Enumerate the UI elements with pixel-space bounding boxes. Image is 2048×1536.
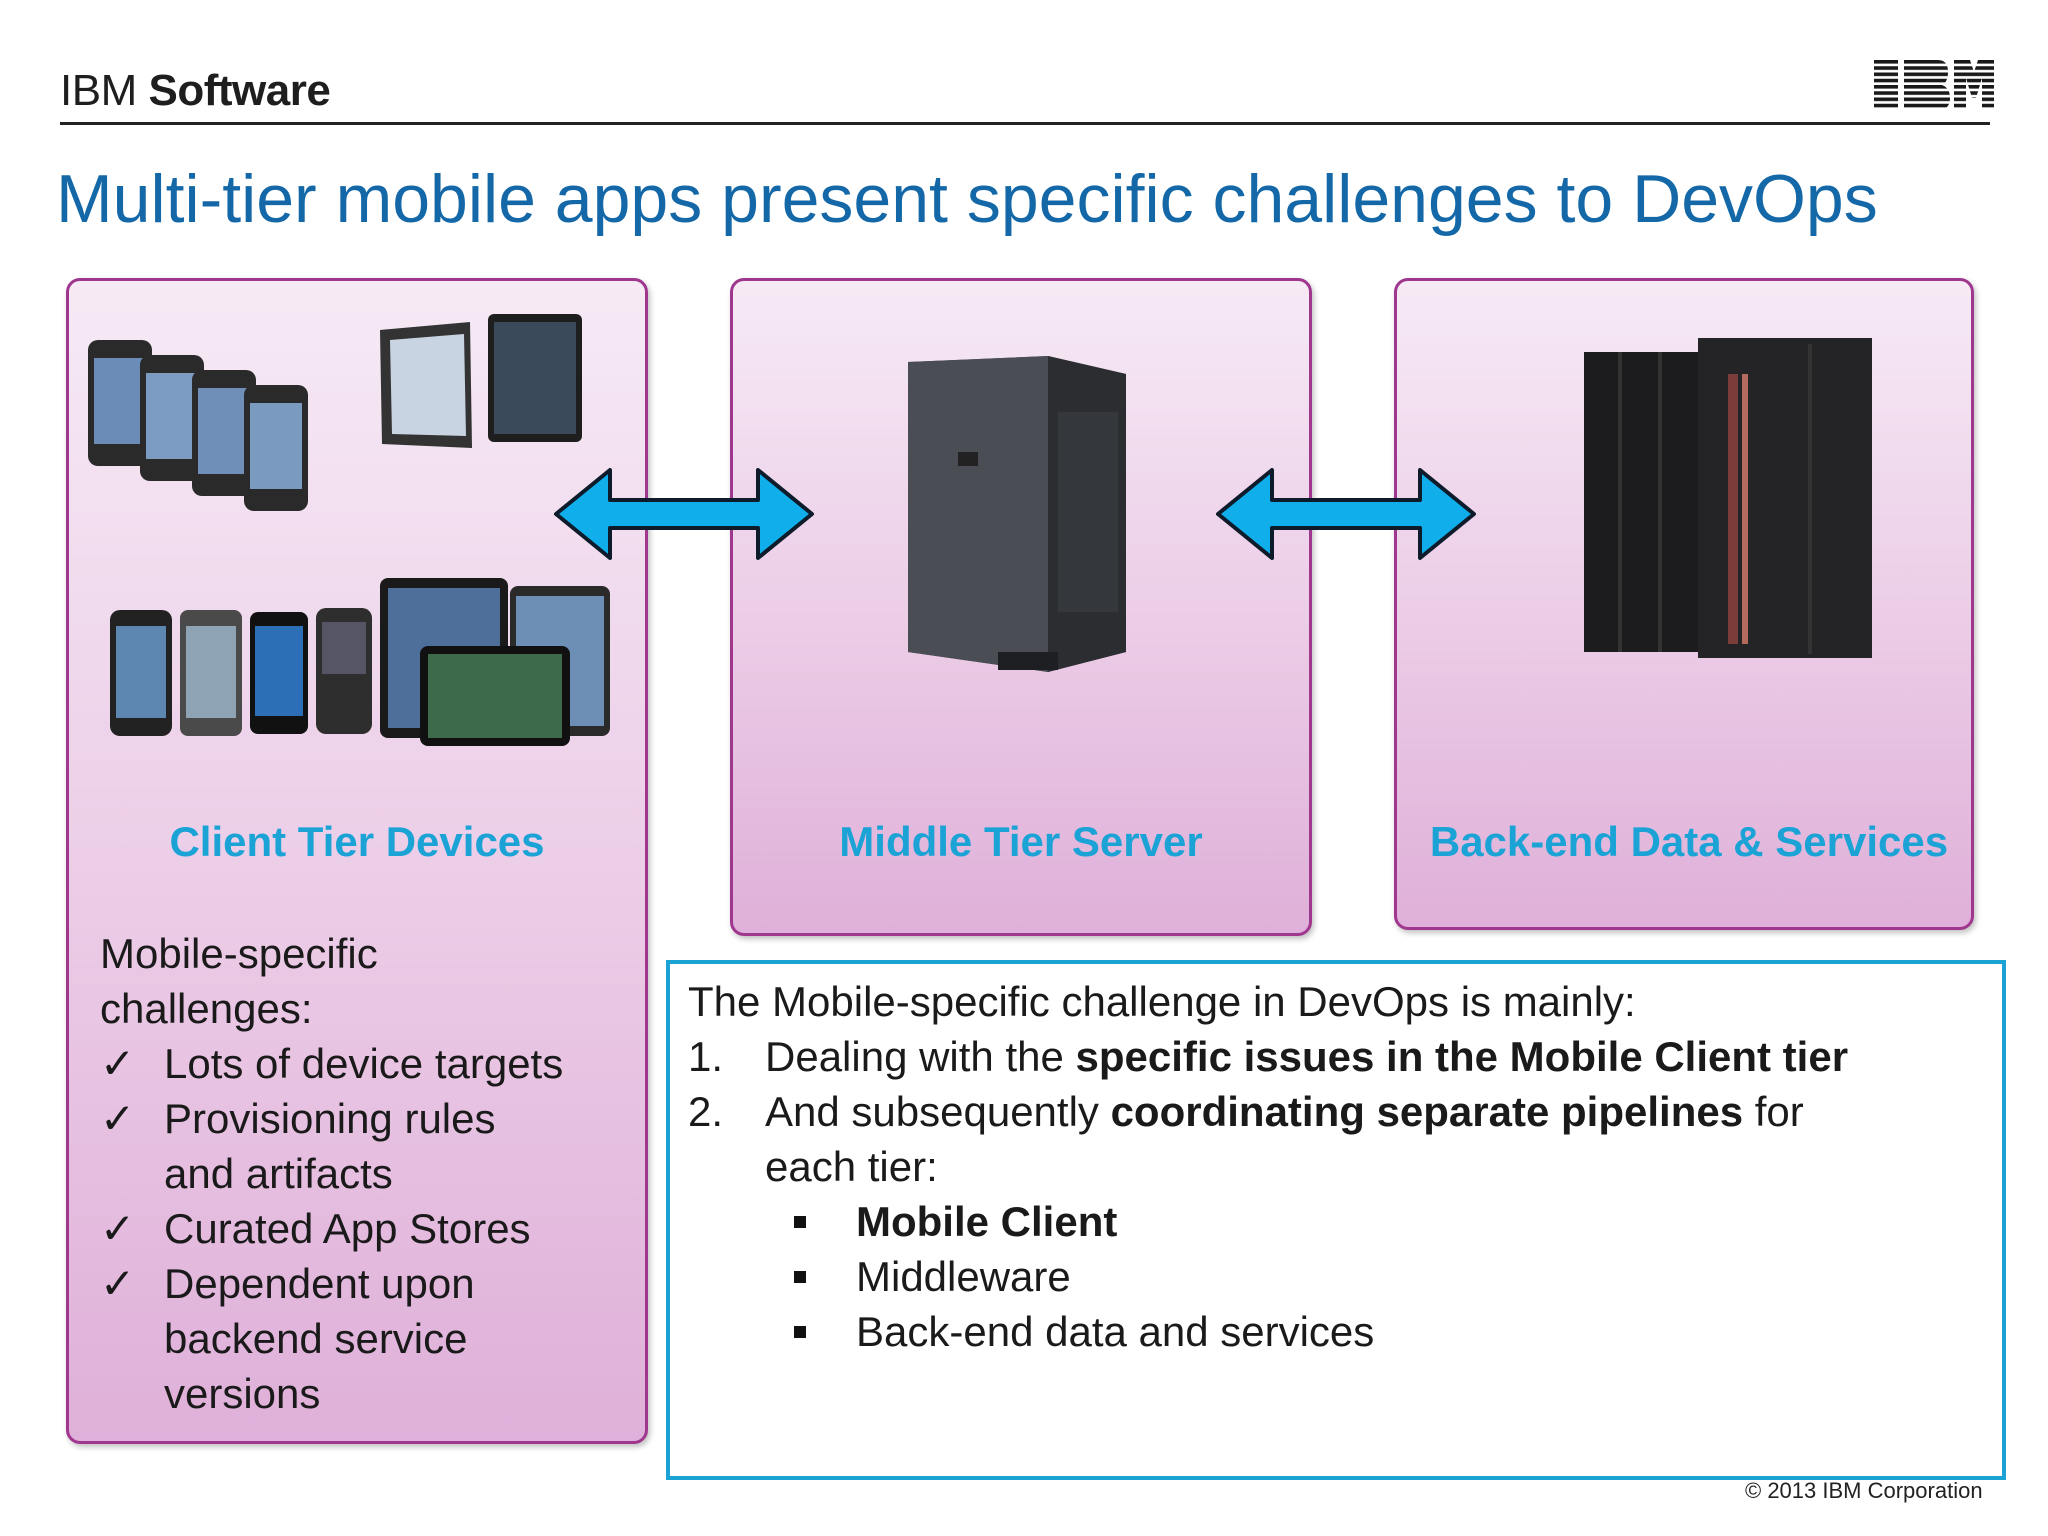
- backend-tier-label: Back-end Data & Services: [1429, 818, 1949, 865]
- challenges-heading-2: challenges:: [100, 985, 313, 1032]
- item-number: 2.: [688, 1088, 724, 1135]
- sub-item-text: Mobile Client: [856, 1198, 1118, 1245]
- numbered-item-1: 1. Dealing with the specific issues in t…: [688, 1029, 1998, 1084]
- devops-challenge-text: The Mobile-specific challenge in DevOps …: [688, 974, 1998, 1359]
- checkmark-icon: ✓: [100, 1260, 136, 1307]
- sub-item: Mobile Client: [688, 1194, 1998, 1249]
- page-title: Multi-tier mobile apps present specific …: [56, 161, 1878, 237]
- double-arrow-left: [554, 468, 814, 560]
- list-item: ✓ Dependent upon backend service version…: [100, 1256, 630, 1421]
- middle-tier-label: Middle Tier Server: [839, 818, 1203, 865]
- client-tier-label: Client Tier Devices: [169, 818, 545, 865]
- checkmark-icon: ✓: [100, 1205, 136, 1252]
- list-item-text: versions: [164, 1370, 321, 1417]
- list-item: ✓ Curated App Stores: [100, 1201, 630, 1256]
- list-item-text: Lots of device targets: [164, 1040, 564, 1087]
- square-bullet-icon: [794, 1271, 806, 1283]
- item-number: 1.: [688, 1033, 724, 1080]
- item-text: for: [1743, 1088, 1804, 1135]
- tablet-pair: [380, 314, 582, 448]
- client-devices-image: [88, 314, 610, 746]
- copyright: © 2013 IBM Corporation: [1745, 1478, 1983, 1503]
- list-item-text: and artifacts: [164, 1150, 393, 1197]
- list-item-text: Provisioning rules: [164, 1095, 496, 1142]
- double-arrow-right: [1216, 468, 1476, 560]
- numbered-item-2: 2. And subsequently coordinating separat…: [688, 1084, 1998, 1194]
- item-text: each tier:: [765, 1143, 938, 1190]
- item-bold-text: specific issues in the Mobile Client tie…: [1075, 1033, 1849, 1080]
- list-item: ✓ Provisioning rules and artifacts: [100, 1091, 630, 1201]
- brand-name: IBM Software: [60, 66, 331, 116]
- list-item-text: backend service: [164, 1315, 468, 1362]
- ibm-logo: [1874, 60, 1994, 110]
- sub-item-text: Back-end data and services: [856, 1308, 1375, 1355]
- phone-row: [110, 578, 610, 746]
- checkmark-icon: ✓: [100, 1095, 136, 1142]
- item-text: Dealing with the: [765, 1033, 1076, 1080]
- square-bullet-icon: [794, 1326, 806, 1338]
- sub-item-text: Middleware: [856, 1253, 1071, 1300]
- sub-item: Back-end data and services: [688, 1304, 1998, 1359]
- checkmark-icon: ✓: [100, 1040, 136, 1087]
- header-rule: [60, 122, 1990, 125]
- square-bullet-icon: [794, 1216, 806, 1228]
- item-bold-text: coordinating separate pipelines: [1110, 1088, 1744, 1135]
- brand-prefix: IBM: [60, 66, 137, 115]
- item-text: And subsequently: [765, 1088, 1111, 1135]
- mainframe-server-image: [1584, 338, 1872, 658]
- list-item-text: Dependent upon: [164, 1260, 475, 1307]
- list-item: ✓ Lots of device targets: [100, 1036, 630, 1091]
- devops-challenge-box: [666, 960, 2006, 1480]
- challenges-list: ✓ Lots of device targets ✓ Provisioning …: [100, 1036, 630, 1421]
- tower-server-image: [908, 356, 1126, 672]
- challenges-heading-1: Mobile-specific: [100, 930, 378, 977]
- box-intro: The Mobile-specific challenge in DevOps …: [688, 978, 1636, 1025]
- list-item-text: Curated App Stores: [164, 1205, 531, 1252]
- iphone-stack: [88, 340, 308, 511]
- brand-strong: Software: [148, 66, 331, 115]
- client-challenges: Mobile-specific challenges: ✓ Lots of de…: [100, 926, 630, 1421]
- sub-item: Middleware: [688, 1249, 1998, 1304]
